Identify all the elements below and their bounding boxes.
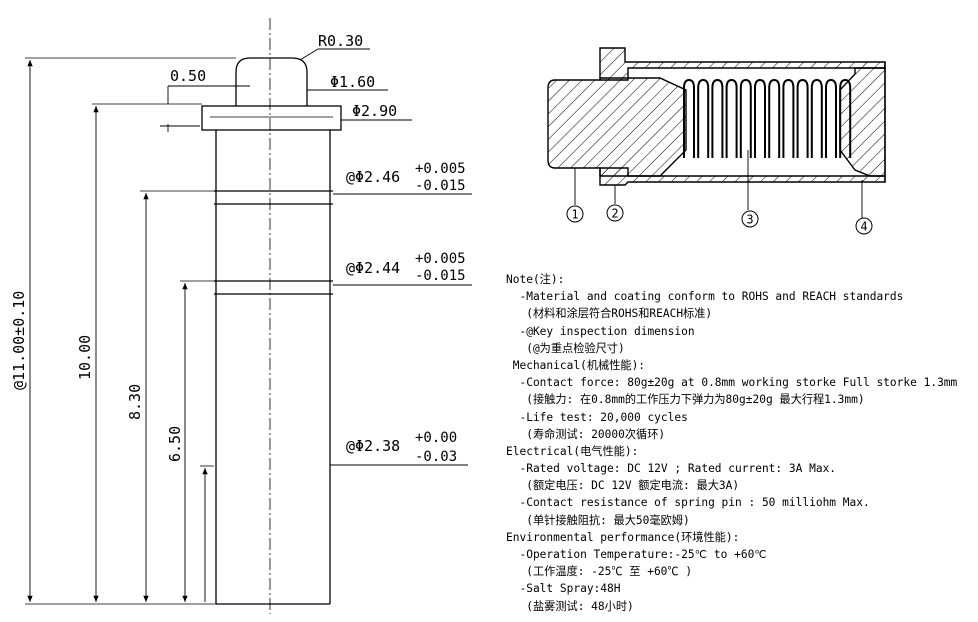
note-line: (接触力: 在0.8mm的工作压力下弹力为80g±20g 最大行程1.3mm)	[506, 393, 865, 407]
len-10-label: 10.00	[76, 335, 94, 380]
balloon-3	[741, 210, 759, 228]
note-line: (寿命测试: 20000次循环)	[506, 427, 666, 441]
note-line: (材料和涂层符合ROHS和REACH标准)	[506, 307, 713, 321]
balloon-1	[566, 205, 584, 223]
note-line: Environmental performance(环境性能):	[506, 530, 740, 544]
barrel-end	[839, 67, 886, 177]
note-line: -@Key inspection dimension	[506, 324, 695, 338]
spring-coils	[683, 78, 852, 158]
dimension-lines	[27, 60, 208, 602]
note-line: -Salt Spray:48H	[506, 582, 621, 596]
dia-flange-label: Φ2.90	[352, 102, 397, 120]
key2-main: @Φ2.44	[346, 259, 400, 277]
head-offset-dimension	[160, 85, 250, 132]
len-total-label: @11.00±0.10	[10, 291, 28, 390]
extension-lines	[25, 57, 236, 605]
note-line: Note(注):	[506, 273, 565, 286]
note-line: (单针接触阻抗: 最大50毫欧姆)	[506, 513, 690, 527]
key1-main: @Φ2.46	[346, 168, 400, 186]
note-line: -Life test: 20,000 cycles	[506, 410, 688, 424]
note-line: Electrical(电气性能):	[506, 444, 639, 458]
note-line: -Contact resistance of spring pin : 50 m…	[506, 496, 870, 510]
note-line: -Contact force: 80g±20g at 0.8mm working…	[506, 376, 958, 390]
key3-minus: -0.03	[415, 449, 457, 465]
dia-tip-label: Φ1.60	[330, 73, 375, 91]
head-offset-label: 0.50	[170, 67, 206, 85]
balloon-3-label: 3	[746, 213, 753, 227]
balloon-4-label: 4	[860, 220, 867, 234]
notes-block: Note(注): -Material and coating conform t…	[506, 271, 978, 615]
section-view: 1 2 3 4	[547, 47, 886, 235]
key2-plus: +0.005	[415, 251, 466, 267]
note-line: (@为重点检验尺寸)	[506, 341, 625, 355]
key1-plus: +0.005	[415, 161, 466, 177]
key1-minus: -0.015	[415, 178, 466, 194]
len-650-label: 6.50	[166, 426, 184, 462]
note-line: (盐雾测试: 48小时)	[506, 599, 634, 613]
note-line: Mechanical(机械性能):	[506, 358, 646, 372]
balloon-2-label: 2	[611, 207, 618, 221]
balloon-1-label: 1	[571, 208, 578, 222]
len-830-label: 8.30	[126, 384, 144, 420]
barrel-top-wall	[599, 47, 886, 81]
pin-outline	[201, 57, 342, 605]
note-line: -Material and coating conform to ROHS an…	[506, 290, 904, 304]
balloon-4	[855, 217, 873, 235]
balloon-2	[606, 204, 624, 222]
key3-main: @Φ2.38	[346, 437, 400, 455]
note-line: -Operation Temperature:-25℃ to +60℃	[506, 548, 767, 561]
note-line: (额定电压: DC 12V 额定电流: 最大3A)	[506, 479, 740, 493]
radius-leader	[299, 48, 319, 61]
note-line: -Rated voltage: DC 12V ; Rated current: …	[506, 462, 837, 476]
key2-minus: -0.015	[415, 268, 466, 284]
key3-plus: +0.00	[415, 430, 457, 446]
note-line: (工作温度: -25℃ 至 +60℃ )	[506, 565, 693, 579]
radius-label: R0.30	[318, 32, 363, 50]
plunger-section	[547, 77, 687, 177]
